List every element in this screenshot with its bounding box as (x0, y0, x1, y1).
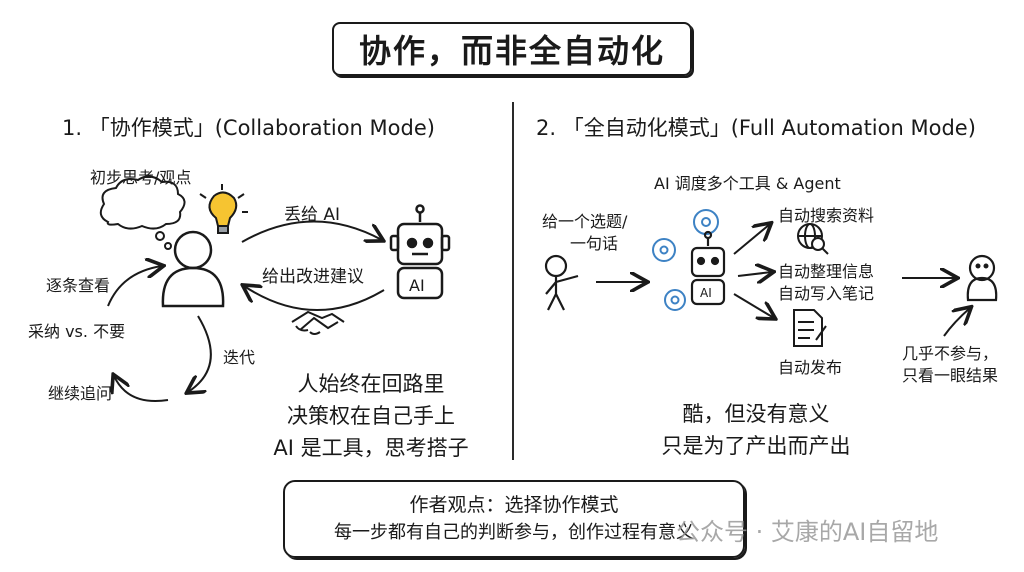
observer-label-line1: 几乎不参与， (902, 344, 999, 363)
thought-cloud-icon (99, 175, 186, 250)
summary-line: 人始终在回路里 (297, 372, 445, 396)
globe-search-icon (797, 223, 829, 255)
thought-label: 初步思考/观点 (90, 168, 192, 187)
organize-arrow-icon (737, 272, 772, 276)
agent-label: AI 调度多个工具 & Agent (654, 174, 841, 193)
page-title: 协作，而非全自动化 (332, 22, 692, 76)
conclusion-line2: 每一步都有自己的判断参与，创作过程有意义 (334, 522, 694, 543)
summary-line: 决策权在自己手上 (287, 404, 455, 428)
review-arrow-icon (107, 266, 162, 307)
lightbulb-icon (199, 184, 248, 234)
search-label: 自动搜索资料 (778, 206, 875, 225)
feedback-label: 给出改进建议 (262, 267, 364, 287)
accept-label: 采纳 vs. 不要 (28, 322, 126, 341)
observer-figure-icon (966, 254, 998, 302)
send-arrow-icon (241, 220, 382, 242)
handshake-icon (291, 310, 345, 335)
robot-agent-label: AI (700, 286, 712, 300)
review-label: 逐条查看 (46, 276, 111, 295)
iterate-label: 迭代 (223, 348, 256, 367)
publish-arrow-icon (733, 293, 774, 318)
collaboration-summary: 人始终在回路里 决策权在自己手上 AI 是工具，思考搭子 (262, 368, 480, 464)
robot-icon (389, 204, 451, 300)
document-icon (793, 309, 827, 347)
conclusion-box: 作者观点：选择协作模式 每一步都有自己的判断参与，创作过程有意义 (283, 480, 745, 558)
automation-heading: 2. 「全自动化模式」(Full Automation Mode) (536, 116, 976, 140)
feedback-arrow-icon (244, 286, 385, 312)
human-pointing-icon (544, 254, 579, 311)
watermark: 公众号 · 艾康的AI自留地 (676, 518, 939, 546)
conclusion-line1: 作者观点：选择协作模式 (409, 494, 619, 516)
human-figure-icon (161, 230, 225, 308)
summary-line: 只是为了产出而产出 (661, 434, 851, 458)
followup-arrow-icon (114, 376, 169, 402)
publish-label: 自动发布 (778, 358, 843, 377)
input-label-line1: 给一个选题/ (542, 212, 628, 231)
organize-label-line1: 自动整理信息 (778, 262, 875, 281)
robot-label: AI (409, 276, 425, 295)
organize-label-line2: 自动写入笔记 (778, 284, 875, 303)
input-label-line2: 一句话 (570, 234, 619, 253)
observer-pointer-arrow-icon (943, 308, 970, 337)
robot-agent-icon (690, 230, 726, 306)
iterate-arrow-icon (188, 315, 212, 392)
summary-line: 酷，但没有意义 (682, 402, 830, 426)
automation-summary: 酷，但没有意义 只是为了产出而产出 (640, 398, 872, 462)
observer-label-line2: 只看一眼结果 (902, 366, 999, 385)
send-label: 丢给 AI (284, 205, 341, 225)
summary-line: AI 是工具，思考搭子 (273, 436, 469, 460)
search-arrow-icon (733, 224, 770, 255)
followup-label: 继续追问 (48, 384, 113, 403)
collaboration-heading: 1. 「协作模式」(Collaboration Mode) (62, 116, 435, 140)
section-divider (512, 102, 514, 460)
